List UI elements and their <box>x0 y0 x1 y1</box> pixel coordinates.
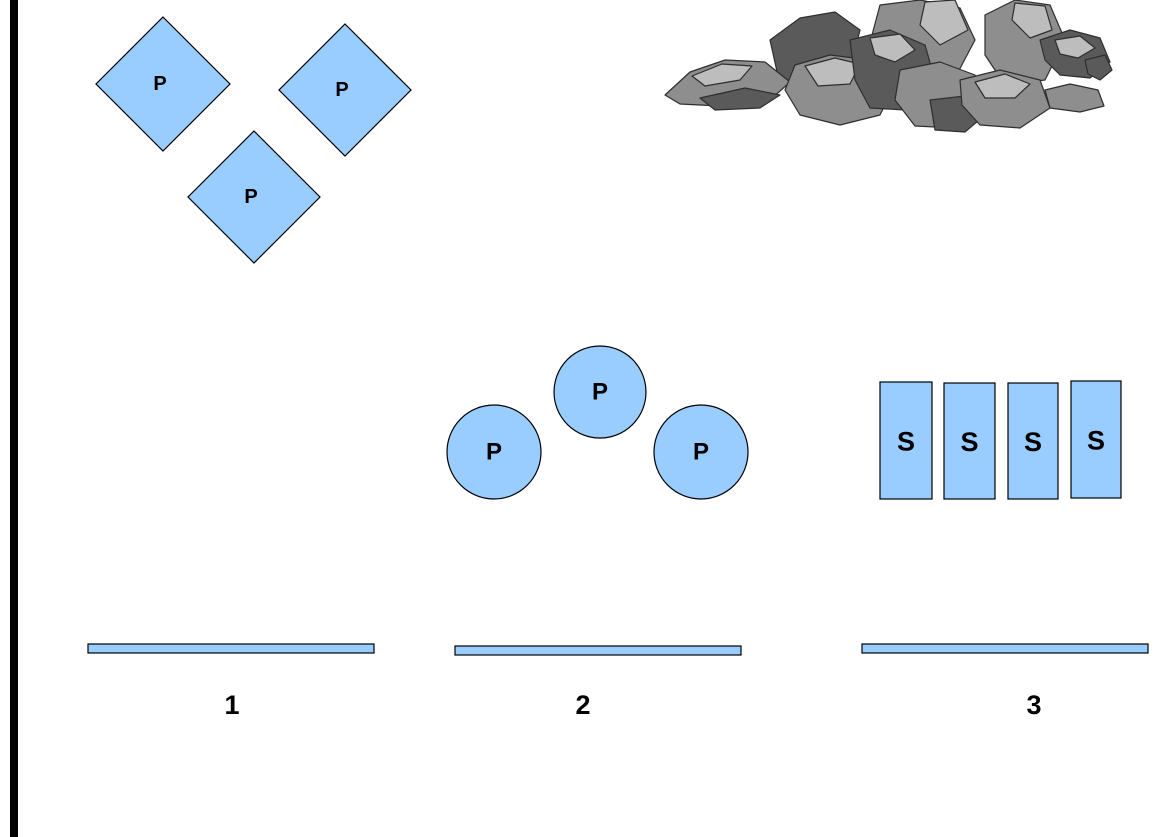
diamond-label: P <box>153 73 166 95</box>
rectangle-shape <box>1007 382 1059 500</box>
rectangle-shape <box>879 381 933 500</box>
circle-node: P <box>653 404 749 500</box>
diamond-node: P <box>95 16 231 152</box>
diamond-label: P <box>244 186 257 208</box>
platform-bar <box>861 643 1149 654</box>
rectangle-label: S <box>1024 427 1042 457</box>
diamond-node: P <box>278 23 412 157</box>
platform-number: 3 <box>1026 690 1041 720</box>
rectangle-node: S <box>1070 380 1122 499</box>
circle-label: P <box>592 379 608 406</box>
diamond-shape <box>187 130 321 264</box>
diamond-group: P P P <box>95 16 412 264</box>
rectangle-label: S <box>897 427 915 457</box>
circle-label: P <box>486 439 502 466</box>
circle-node: P <box>446 404 542 500</box>
rectangle-node: S <box>879 381 933 500</box>
platform-3: 3 <box>861 643 1149 720</box>
platform-number: 1 <box>224 690 239 720</box>
rectangle-shape <box>1070 380 1122 499</box>
platform-group: 1 2 3 <box>87 643 1149 720</box>
circle-group: P P P <box>446 345 749 500</box>
platform-1: 1 <box>87 643 375 720</box>
circle-shape <box>446 404 542 500</box>
diamond-label: P <box>335 79 348 101</box>
diamond-shape <box>95 16 231 152</box>
rectangle-shape <box>943 382 996 500</box>
diamond-node: P <box>187 130 321 264</box>
circle-shape <box>653 404 749 500</box>
platform-bar <box>87 643 375 654</box>
diamond-shape <box>278 23 412 157</box>
circle-node: P <box>553 345 647 439</box>
platform-2: 2 <box>454 645 742 720</box>
rectangle-node: S <box>943 382 996 500</box>
circle-shape <box>553 345 647 439</box>
circle-label: P <box>693 439 709 466</box>
left-border-bar <box>10 0 18 837</box>
platform-number: 2 <box>575 690 590 720</box>
rock-pile-icon <box>664 0 1113 133</box>
rectangle-label: S <box>1087 426 1105 456</box>
rectangle-label: S <box>960 427 978 457</box>
rectangle-node: S <box>1007 382 1059 500</box>
platform-bar <box>454 645 742 656</box>
